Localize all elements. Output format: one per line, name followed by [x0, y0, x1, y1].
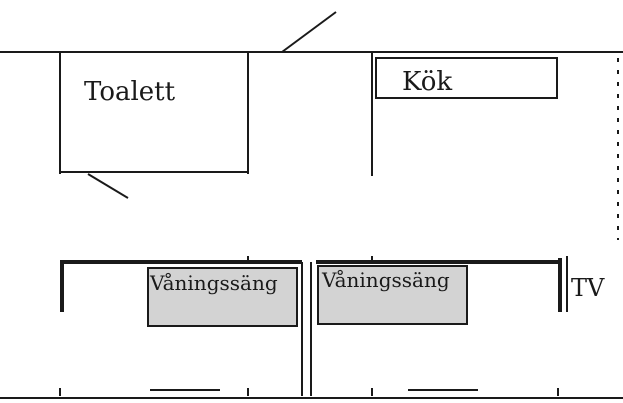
- kitchen-counter: [375, 57, 558, 99]
- toilet-room: [59, 52, 249, 174]
- entrance-door: [281, 11, 337, 53]
- kitchen-label: Kök: [402, 67, 452, 97]
- bunk-bed-right-label: Våningssäng: [321, 268, 450, 292]
- toilet-label: Toalett: [84, 77, 176, 107]
- bedroom-walls: [60, 256, 568, 312]
- tv-label: TV: [571, 274, 605, 302]
- bunk-bed-right: [317, 265, 468, 325]
- wall-ticks: [59, 256, 559, 396]
- bunk-bed-left-label: Våningssäng: [149, 271, 278, 295]
- toilet-door: [87, 173, 129, 199]
- bunk-bed-left: [147, 267, 298, 327]
- center-partition: [301, 262, 312, 396]
